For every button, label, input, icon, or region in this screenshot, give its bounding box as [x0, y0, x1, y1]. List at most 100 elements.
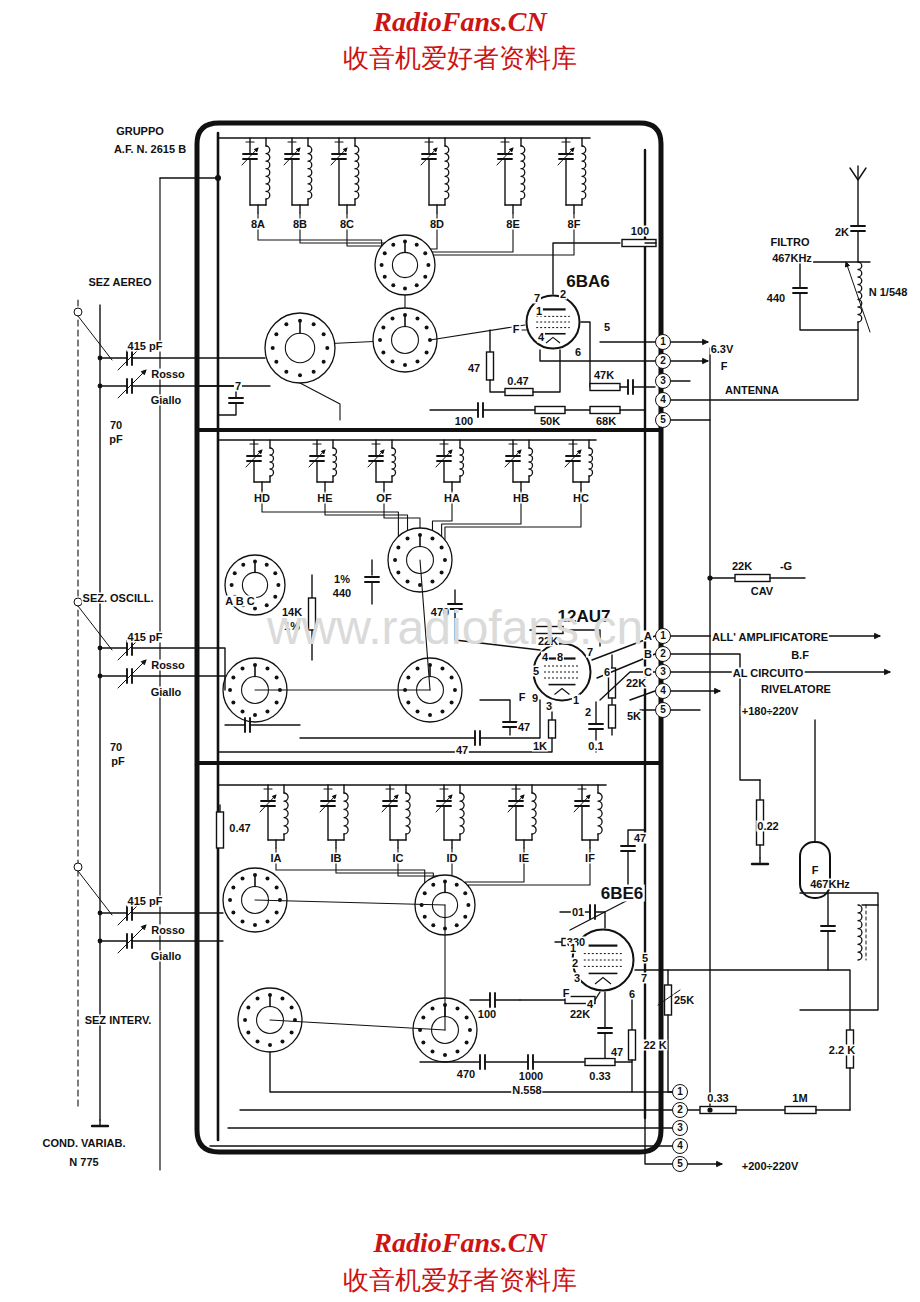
- wire: [857, 231, 858, 262]
- wafer-contact: [241, 666, 245, 670]
- wire: [132, 675, 197, 676]
- part-label: 22K: [625, 678, 647, 689]
- wafer-contact: [253, 923, 257, 927]
- wire: [371, 560, 372, 575]
- wafer-contact: [465, 1040, 469, 1044]
- wafer-contact: [228, 688, 232, 692]
- coil-symbol: [445, 146, 449, 199]
- resistor-symbol: [487, 352, 494, 380]
- capacitor-symbol: [479, 1055, 481, 1069]
- wire: [100, 940, 127, 941]
- wafer-contact: [271, 346, 275, 350]
- wafer-contact: [466, 903, 470, 907]
- resistor-symbol: [785, 1107, 816, 1114]
- part-label: 8D: [429, 219, 445, 230]
- watermark: www.radiofans.cn: [266, 604, 644, 652]
- wafer-contact: [393, 558, 397, 562]
- tube-grid: [544, 666, 580, 667]
- wire: [465, 848, 524, 893]
- watermark: 收音机爱好者资料库: [342, 45, 578, 71]
- wafer-contact: [406, 536, 410, 540]
- wire: [633, 386, 655, 387]
- coil-symbol: [521, 146, 525, 199]
- wire: [827, 893, 828, 926]
- part-label: 2: [571, 958, 579, 969]
- wire: [553, 243, 620, 294]
- resistor-symbol: [590, 407, 620, 414]
- terminal-number: 3: [660, 667, 666, 677]
- wafer-contact: [241, 876, 245, 880]
- part-label: F: [512, 324, 521, 335]
- resistor-symbol: [735, 575, 770, 582]
- wire: [668, 1015, 672, 1092]
- wafer-contact: [273, 595, 277, 599]
- wire: [709, 348, 710, 1110]
- wire: [428, 138, 429, 154]
- wire: [335, 141, 343, 142]
- part-label: 47: [455, 745, 469, 756]
- part-label: B.F: [790, 650, 810, 661]
- ground-wire: [99, 305, 100, 1120]
- jack-socket: [800, 842, 830, 898]
- ground-symbol: [752, 863, 768, 865]
- wafer-contact: [440, 666, 444, 670]
- wire: [520, 138, 521, 146]
- wire: [562, 141, 570, 142]
- wire: [389, 785, 390, 801]
- part-label: 1: [535, 306, 543, 317]
- wire: [261, 482, 262, 490]
- wire: [343, 785, 344, 793]
- part-label: HD: [253, 493, 271, 504]
- tube-cathode: [549, 684, 576, 686]
- wire: [417, 213, 513, 252]
- wire: [565, 138, 566, 154]
- tube-plate: [540, 308, 565, 310]
- terminal-circle: 4: [672, 1138, 688, 1154]
- part-label: 50K: [539, 416, 561, 427]
- coil-symbol: [392, 448, 396, 476]
- wire: [354, 138, 355, 146]
- wire: [270, 1020, 445, 1030]
- wire: [512, 205, 513, 213]
- wire: [300, 213, 385, 253]
- wire: [620, 386, 628, 387]
- wire: [667, 970, 668, 985]
- wire: [442, 490, 521, 548]
- wafer-switch: [375, 235, 435, 295]
- wafer-contact: [383, 251, 387, 255]
- wire: [531, 785, 532, 793]
- wire: [240, 1109, 672, 1110]
- wire: [454, 590, 455, 604]
- part-label: 0.47: [506, 376, 529, 387]
- wire: [383, 482, 384, 490]
- wire: [100, 912, 127, 913]
- wafer-contact: [391, 360, 395, 364]
- part-label: 0.22: [756, 821, 779, 832]
- part-label: N 1/548: [868, 287, 909, 298]
- wire: [581, 806, 582, 840]
- terminal-circle: 3: [655, 373, 671, 389]
- wire: [459, 785, 460, 793]
- wire: [569, 443, 577, 444]
- part-label: HB: [512, 493, 530, 504]
- wafer-contact: [423, 915, 427, 919]
- wire: [197, 940, 223, 941]
- arrow-head: [141, 925, 146, 930]
- coil-symbol: [858, 262, 862, 322]
- watermark: RadioFans.CN: [372, 1229, 548, 1257]
- part-label: FILTRO: [770, 237, 811, 248]
- wire: [470, 999, 490, 1000]
- wire: [520, 199, 521, 205]
- arrow-head: [141, 370, 146, 375]
- capacitor-symbol: [126, 351, 128, 365]
- wire: [425, 213, 574, 255]
- wafer-contact: [425, 326, 429, 330]
- wafer-contact: [406, 676, 410, 680]
- part-label: OF: [375, 493, 392, 504]
- capacitor-symbol: [559, 153, 573, 155]
- part-label: 70: [109, 742, 123, 753]
- wafer-contact: [450, 700, 454, 704]
- wire: [391, 476, 392, 482]
- capacitor-symbol: [589, 723, 603, 725]
- wire: [799, 262, 800, 288]
